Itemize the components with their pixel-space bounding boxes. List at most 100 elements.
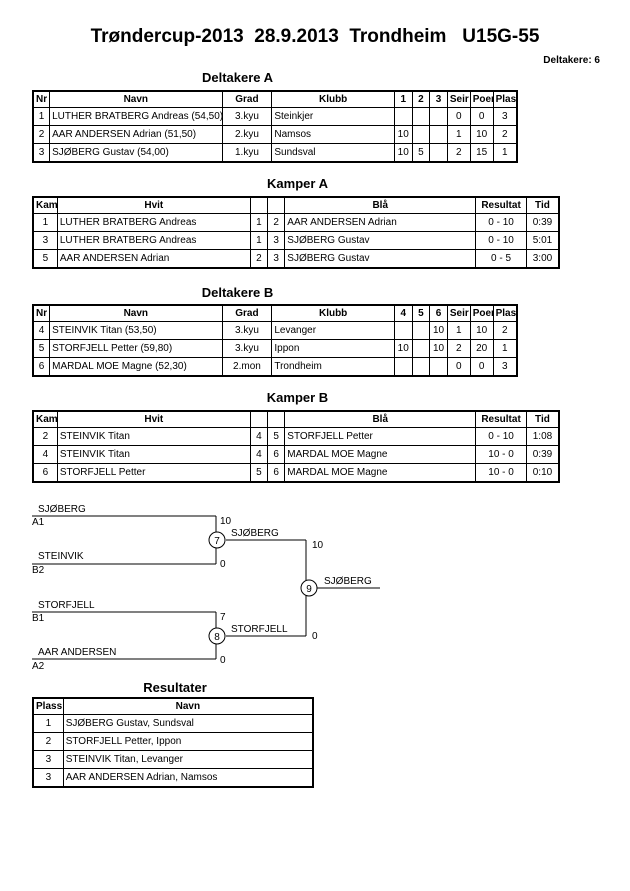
match-9-circle bbox=[300, 579, 318, 597]
col-header: Kamp bbox=[32, 196, 58, 214]
cell-hvit: STEINVIK Titan bbox=[56, 445, 251, 464]
cell-bla: MARDAL MOE Magne bbox=[284, 445, 477, 464]
cell-grad: 1.kyu bbox=[221, 143, 273, 163]
cell-bla-nr: 5 bbox=[267, 427, 286, 446]
cell-bla: SJØBERG Gustav bbox=[284, 231, 477, 250]
cell-score: 10 bbox=[429, 321, 448, 340]
bracket-m8-top-name: STORFJELL bbox=[38, 600, 95, 611]
cell-kamp: 5 bbox=[32, 249, 58, 269]
bracket-diagram: SJØBERG A1 10 STEINVIK B2 0 7 SJØBERG ST… bbox=[32, 504, 380, 672]
cell-resultat: 0 - 10 bbox=[475, 213, 527, 232]
cell-poeng: 10 bbox=[469, 321, 494, 340]
cell-plass: 1 bbox=[492, 143, 518, 163]
col-header: Blå bbox=[284, 410, 477, 428]
cell-grad: 3.kyu bbox=[221, 107, 273, 126]
cell-bla-nr: 3 bbox=[267, 249, 286, 269]
cell-navn: SJØBERG Gustav, Sundsval bbox=[62, 714, 314, 733]
table-row: 6 STORFJELL Petter 5 6 MARDAL MOE Magne … bbox=[32, 463, 560, 483]
table-header-row: Kamp Hvit Blå Resultat Tid bbox=[32, 196, 560, 214]
bracket-m7-top-seed: A1 bbox=[32, 517, 45, 528]
cell-bla: STORFJELL Petter bbox=[284, 427, 477, 446]
cell-seir: 1 bbox=[446, 125, 471, 144]
cell-plass: 1 bbox=[492, 339, 518, 358]
cell-hvit-nr: 4 bbox=[249, 445, 269, 464]
cell-poeng: 10 bbox=[469, 125, 494, 144]
bracket-m7-bot-name: STEINVIK bbox=[38, 551, 84, 562]
col-header: Poeng bbox=[469, 304, 494, 322]
cell-klubb: Sundsval bbox=[271, 143, 395, 163]
col-header: Resultat bbox=[475, 410, 527, 428]
cell-plass: 2 bbox=[492, 125, 518, 144]
bracket-m7-bot-score: 0 bbox=[220, 559, 226, 570]
bracket-m9-winner: SJØBERG bbox=[324, 576, 372, 587]
table-row: 4 STEINVIK Titan (53,50) 3.kyu Levanger … bbox=[32, 321, 518, 340]
cell-kamp: 1 bbox=[32, 213, 58, 232]
cell-bla-nr: 3 bbox=[267, 231, 286, 250]
col-header: Klubb bbox=[271, 90, 395, 108]
cell-score bbox=[411, 107, 431, 126]
bracket-m8-bot-seed: A2 bbox=[32, 661, 45, 672]
table-row: 2 STORFJELL Petter, Ippon bbox=[32, 732, 314, 751]
matches-b-heading: Kamper B bbox=[266, 390, 329, 405]
match-8-circle bbox=[208, 627, 226, 645]
cell-tid: 3:00 bbox=[525, 249, 560, 269]
col-header: 5 bbox=[411, 304, 431, 322]
col-header: Plass bbox=[492, 304, 518, 322]
table-row: 1 LUTHER BRATBERG Andreas (54,50) 3.kyu … bbox=[32, 107, 518, 126]
cell-poeng: 0 bbox=[469, 357, 494, 377]
cell-seir: 2 bbox=[446, 143, 471, 163]
table-row: 3 SJØBERG Gustav (54,00) 1.kyu Sundsval … bbox=[32, 143, 518, 163]
cell-bla: AAR ANDERSEN Adrian bbox=[284, 213, 477, 232]
col-header: Navn bbox=[49, 304, 223, 322]
cell-klubb: Ippon bbox=[271, 339, 395, 358]
matches-a-heading: Kamper A bbox=[267, 176, 328, 191]
col-header: Grad bbox=[221, 90, 273, 108]
cell-score bbox=[393, 107, 413, 126]
cell-seir: 1 bbox=[446, 321, 471, 340]
cell-hvit: STEINVIK Titan bbox=[56, 427, 251, 446]
cell-resultat: 0 - 5 bbox=[475, 249, 527, 269]
participant-count: Deltakere: 6 bbox=[543, 55, 600, 66]
cell-hvit: AAR ANDERSEN Adrian bbox=[56, 249, 251, 269]
group-a-table: Nr Navn Grad Klubb 1 2 3 Seir Poeng Plas… bbox=[32, 90, 518, 163]
cell-nr: 3 bbox=[32, 143, 51, 163]
matches-a-table: Kamp Hvit Blå Resultat Tid 1 LUTHER BRAT… bbox=[32, 196, 560, 269]
cell-bla-nr: 6 bbox=[267, 463, 286, 483]
table-header-row: Plass Navn bbox=[32, 697, 314, 715]
cell-resultat: 10 - 0 bbox=[475, 445, 527, 464]
bracket-m8-top-seed: B1 bbox=[32, 613, 45, 624]
group-b-heading: Deltakere B bbox=[201, 285, 274, 300]
cell-score bbox=[411, 125, 431, 144]
cell-plass: 3 bbox=[492, 107, 518, 126]
table-header-row: Nr Navn Grad Klubb 1 2 3 Seir Poeng Plas… bbox=[32, 90, 518, 108]
col-header: Plass bbox=[492, 90, 518, 108]
cell-hvit-nr: 2 bbox=[249, 249, 269, 269]
cell-plass: 3 bbox=[32, 768, 64, 788]
table-row: 1 LUTHER BRATBERG Andreas 1 2 AAR ANDERS… bbox=[32, 213, 560, 232]
cell-hvit-nr: 5 bbox=[249, 463, 269, 483]
cell-bla-nr: 6 bbox=[267, 445, 286, 464]
bracket-m7-bot-seed: B2 bbox=[32, 565, 45, 576]
table-row: 2 AAR ANDERSEN Adrian (51,50) 2.kyu Nams… bbox=[32, 125, 518, 144]
col-header: 2 bbox=[411, 90, 431, 108]
cell-grad: 2.kyu bbox=[221, 125, 273, 144]
col-header: Tid bbox=[525, 196, 560, 214]
cell-score bbox=[393, 321, 413, 340]
cell-nr: 5 bbox=[32, 339, 51, 358]
col-header: Plass bbox=[32, 697, 64, 715]
cell-score bbox=[429, 357, 448, 377]
cell-navn: STEINVIK Titan, Levanger bbox=[62, 750, 314, 769]
cell-resultat: 10 - 0 bbox=[475, 463, 527, 483]
cell-seir: 0 bbox=[446, 107, 471, 126]
col-header: Seir bbox=[446, 304, 471, 322]
results-table: Plass Navn 1 SJØBERG Gustav, Sundsval 2 … bbox=[32, 697, 314, 788]
table-header-row: Nr Navn Grad Klubb 4 5 6 Seir Poeng Plas… bbox=[32, 304, 518, 322]
table-row: 2 STEINVIK Titan 4 5 STORFJELL Petter 0 … bbox=[32, 427, 560, 446]
cell-tid: 0:39 bbox=[525, 445, 560, 464]
col-header: Poeng bbox=[469, 90, 494, 108]
cell-grad: 3.kyu bbox=[221, 339, 273, 358]
cell-kamp: 3 bbox=[32, 231, 58, 250]
col-header: Blå bbox=[284, 196, 477, 214]
bracket-m7-num: 7 bbox=[214, 536, 220, 547]
cell-grad: 3.kyu bbox=[221, 321, 273, 340]
